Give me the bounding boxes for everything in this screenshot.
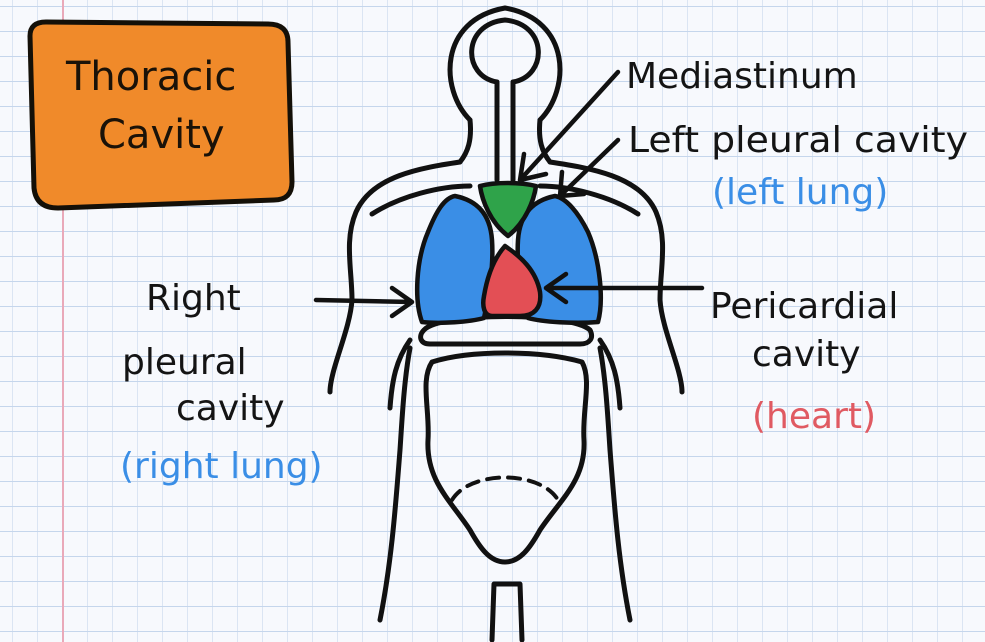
torso-inner-right: [597, 337, 633, 623]
title-line-1: Thoracic: [65, 54, 236, 100]
title-line-2: Cavity: [98, 112, 225, 158]
torso-outline-left: [327, 159, 463, 395]
abdominal-cavity: [423, 350, 589, 565]
mediastinum-region: [477, 180, 539, 239]
mediastinum-arrow: [517, 69, 621, 183]
arrows: [313, 69, 705, 319]
torso-outline-right: [547, 159, 685, 395]
right-pleural-label-line-3: cavity: [176, 388, 285, 429]
torso-inner-left: [377, 337, 413, 623]
leg-gap: [489, 581, 525, 642]
right-pleural-label-line-1: Right: [146, 278, 241, 319]
left-lung-label: (left lung): [712, 172, 888, 213]
right-lung-label: (right lung): [120, 446, 323, 487]
pericardial-label-line-2: cavity: [752, 334, 861, 375]
left-pleural-label: Left pleural cavity: [628, 120, 968, 161]
mediastinum-label: Mediastinum: [626, 56, 858, 97]
shoulder-left: [369, 183, 473, 217]
heart-region: [481, 243, 543, 319]
left-pleural-arrow: [557, 137, 621, 199]
shoulder-right: [537, 183, 641, 217]
title-box-background: [27, 19, 295, 211]
neck-left: [457, 117, 473, 165]
labels: Mediastinum Left pleural cavity (left lu…: [120, 56, 968, 487]
neck-right: [537, 117, 553, 165]
title-box: Thoracic Cavity: [27, 19, 295, 211]
right-pleural-label-line-2: pleural: [122, 342, 247, 383]
pelvic-divider: [450, 475, 560, 502]
airway-outline: [469, 17, 541, 183]
body-outline: [327, 5, 685, 642]
organs: [414, 180, 604, 326]
right-pleural-arrow: [313, 285, 415, 319]
right-lung: [414, 193, 495, 326]
heart-label: (heart): [752, 396, 876, 437]
head-outline: [447, 5, 563, 123]
pericardial-label-line-1: Pericardial: [710, 286, 898, 327]
pericardial-arrow: [543, 271, 705, 305]
